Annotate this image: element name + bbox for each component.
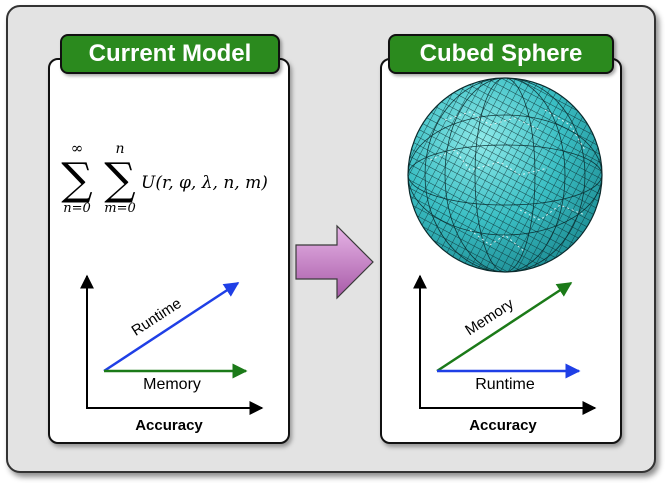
left-tradeoff-graph: Runtime Memory Accuracy [80,274,264,434]
right-memory-label: Memory [462,295,517,339]
sum1-symbol: ∑ [61,154,92,205]
cubed-sphere-title: Cubed Sphere [388,34,614,74]
right-tradeoff-graph: Memory Runtime Accuracy [413,274,597,434]
summand: U(r, φ, λ, n, m) [141,173,268,193]
left-memory-label: Memory [143,376,201,393]
right-memory-arrow [436,281,573,373]
left-runtime-label: Runtime [128,295,184,340]
sum1-upper: ∞ [71,139,84,157]
right-x-axis-label: Accuracy [469,417,537,434]
sum2-symbol: ∑ [104,154,135,205]
current-model-title: Current Model [60,34,280,74]
sum2-upper: n [115,141,124,157]
sum2-lower: m=0 [104,201,136,216]
series-formula: ∞ ∑ n=0 n ∑ m=0 U(r, φ, λ, n, m) [61,139,268,216]
left-x-axis-label: Accuracy [135,417,203,434]
left-runtime-arrow [103,281,240,373]
right-arrow-icon [295,224,374,300]
right-runtime-label: Runtime [475,376,535,393]
cubed-sphere-icon [407,77,603,273]
current-model-panel [48,58,290,444]
sum1-lower: n=0 [63,201,91,216]
